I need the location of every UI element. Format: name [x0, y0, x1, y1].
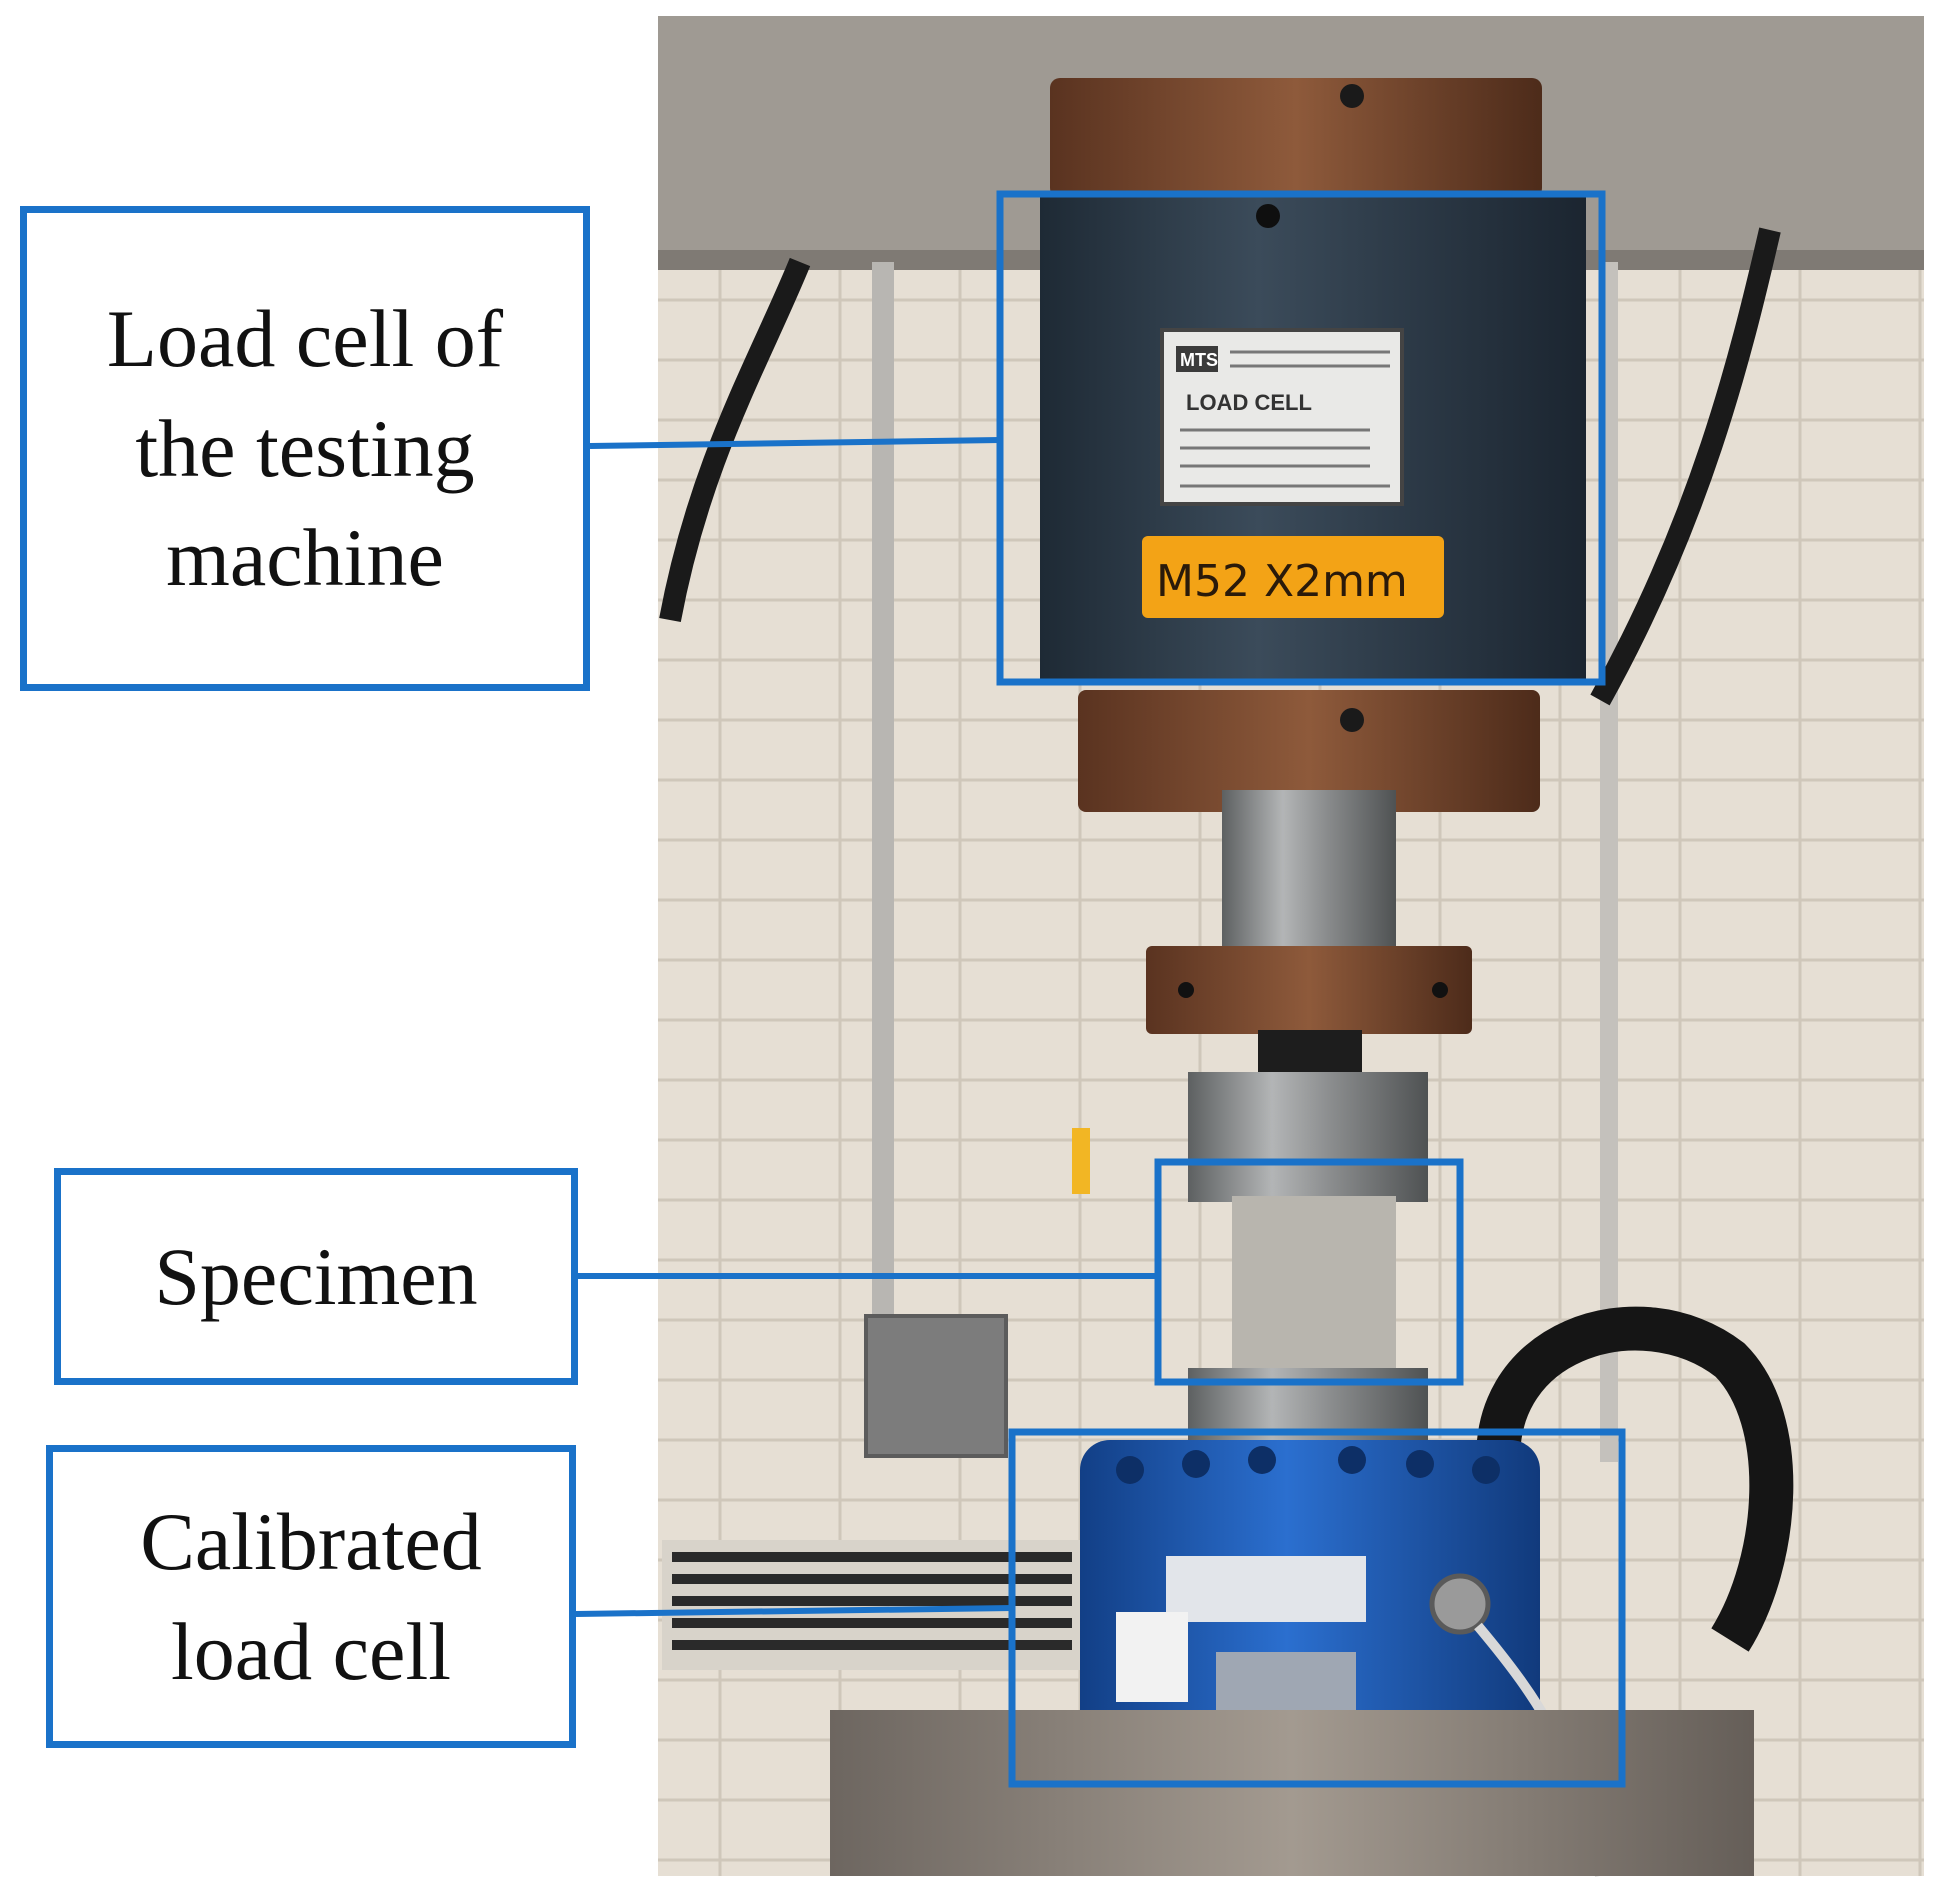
nameplate-fine-print [1180, 350, 1390, 488]
label-machine-load-cell-text: Load cell of the testing machine [106, 292, 504, 604]
nameplate-title: LOAD CELL [1186, 390, 1312, 415]
photograph: MTS LOAD CELL M52 X2mm [658, 16, 1924, 1877]
junction-box [864, 1314, 1008, 1458]
upper-rust-plate [1050, 78, 1542, 198]
leader-line-bot [575, 1605, 1013, 1617]
coupling-ring [1146, 946, 1472, 1034]
black-cable-right [1590, 227, 1781, 706]
lower-cell-label [1166, 1556, 1366, 1622]
bolt-hole [1432, 982, 1448, 998]
bolt-hole [1340, 708, 1364, 732]
specimen-frame [1154, 1158, 1464, 1386]
label-calibrated-load-cell-text: Calibrated load cell [140, 1495, 482, 1697]
label-calibrated-load-cell: Calibrated load cell [46, 1445, 576, 1748]
orange-tape [1142, 536, 1444, 618]
lower-cell-sticker [1116, 1612, 1188, 1702]
machine-load-cell-frame [996, 190, 1606, 686]
bolt-hole [1256, 204, 1280, 228]
threaded-rod [1258, 1030, 1362, 1076]
coiled-cable [1476, 1306, 1794, 1652]
label-machine-load-cell: Load cell of the testing machine [20, 206, 590, 691]
vent-slots [672, 1552, 1072, 1650]
cable-connector [1429, 1573, 1491, 1635]
bolt-hole [1340, 84, 1364, 108]
specimen-block [1232, 1196, 1396, 1372]
conduit-pipe [872, 262, 894, 1322]
leader-lines [575, 437, 1158, 1617]
piston-rod [1222, 790, 1396, 956]
middle-rust-plate [1078, 690, 1540, 812]
bolt-hole [1178, 982, 1194, 998]
leader-line-top [589, 437, 1001, 449]
nameplate-logo-block [1176, 346, 1218, 372]
nameplate-brand: MTS [1180, 350, 1218, 370]
tape-label: M52 X2mm [1156, 556, 1408, 607]
load-cell-bolts [1116, 1446, 1500, 1484]
upper-platen [1188, 1072, 1428, 1202]
yellow-tag [1072, 1128, 1090, 1194]
black-cable-left [659, 257, 811, 623]
pedestal [830, 1710, 1754, 1876]
lower-cell-plate [1216, 1652, 1356, 1710]
label-specimen-text: Specimen [154, 1230, 478, 1322]
label-specimen: Specimen [54, 1168, 578, 1385]
